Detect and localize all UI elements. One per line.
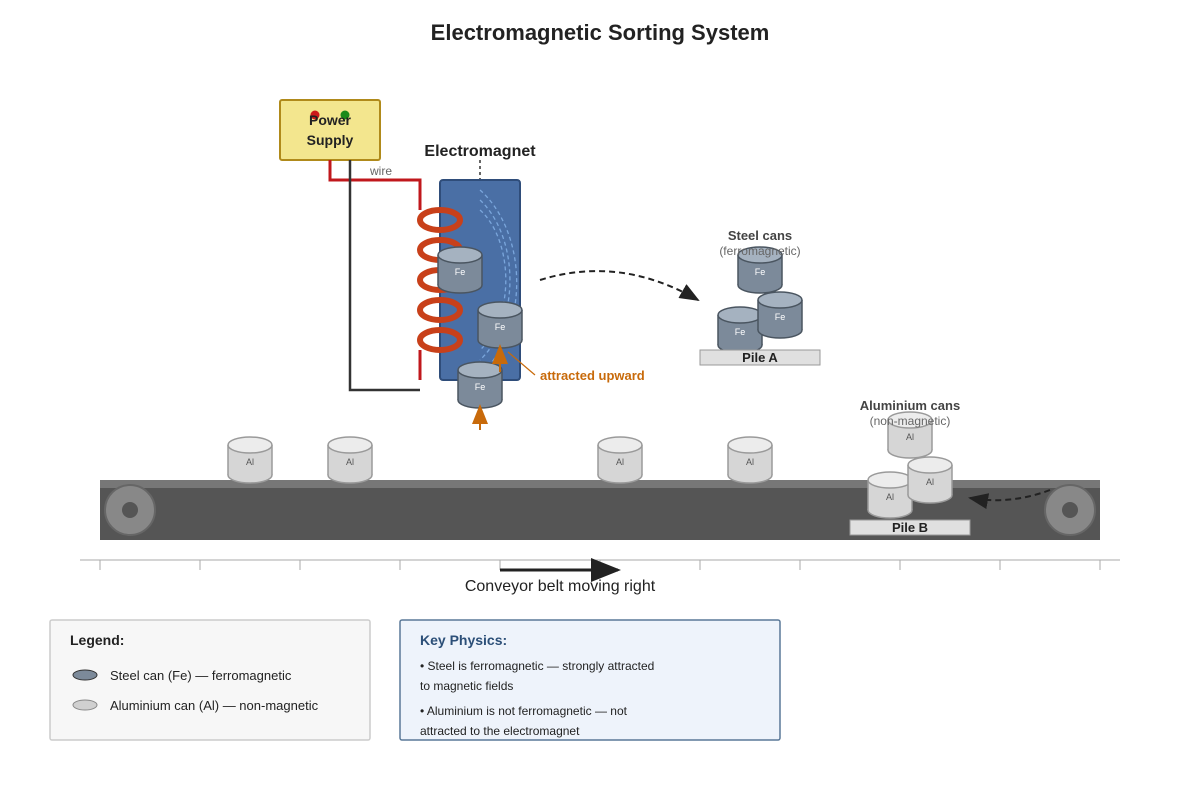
can-label: Al: [246, 457, 254, 467]
power-supply: Power Supply: [279, 99, 381, 161]
can-label: Al: [346, 457, 354, 467]
physics-line-2: to magnetic fields: [420, 679, 513, 693]
can-label: Al: [926, 477, 934, 487]
electromagnet-label: Electromagnet: [424, 143, 536, 160]
steel-can-on-magnet-1: Fe: [437, 246, 483, 294]
pile-a-can-3: Fe: [737, 246, 783, 294]
steel-trajectory-arrow: [539, 270, 700, 301]
legend-aluminium-swatch: [72, 699, 98, 711]
aluminium-trajectory-arrow: [968, 489, 1051, 509]
pile-a-can-1: Fe: [717, 306, 763, 354]
page-title: Electromagnetic Sorting System: [431, 20, 770, 45]
pile-a-base: [699, 349, 821, 366]
legend-title: Legend:: [70, 632, 124, 648]
conveyor-label: Conveyor belt moving right: [465, 578, 656, 595]
pile-b-can-2: Al: [907, 456, 953, 504]
attracted-label: attracted upward: [540, 368, 645, 383]
power-red-terminal: [310, 110, 320, 120]
pile-b-can-1: Al: [867, 471, 913, 519]
physics-title: Key Physics:: [420, 632, 507, 648]
can-label: Al: [616, 457, 624, 467]
pile-b-label: Pile B: [892, 520, 928, 535]
key-physics-box: Key Physics: • Steel is ferromagnetic — …: [399, 619, 781, 741]
legend-aluminium-text: Aluminium can (Al) — non-magnetic: [110, 698, 319, 713]
aluminium-can-belt-2: Al: [327, 436, 373, 484]
power-supply-label-line2: Supply: [307, 132, 354, 148]
can-label: Fe: [495, 322, 506, 332]
pile-a-label: Pile A: [742, 350, 778, 365]
legend-box: Legend: Steel can (Fe) — ferromagnetic A…: [49, 619, 371, 741]
power-supply-label-line1: Power: [309, 112, 352, 128]
can-label: Fe: [735, 327, 746, 337]
can-label: Fe: [455, 267, 466, 277]
pile-b-can-3: Al: [887, 411, 933, 459]
can-label: Fe: [755, 267, 766, 277]
can-label: Fe: [775, 312, 786, 322]
can-label: Al: [886, 492, 894, 502]
steel-can-rising: Fe: [457, 361, 503, 409]
legend-steel-text: Steel can (Fe) — ferromagnetic: [110, 668, 292, 683]
wire-label: wire: [369, 164, 392, 178]
physics-line-1: • Steel is ferromagnetic — strongly attr…: [420, 659, 654, 673]
pile-b-base: [849, 519, 971, 536]
aluminium-cans-sublabel: (non-magnetic): [870, 414, 951, 428]
aluminium-can-belt-3: Al: [597, 436, 643, 484]
steel-cans-sublabel: (ferromagnetic): [719, 244, 800, 258]
aluminium-can-belt-1: Al: [227, 436, 273, 484]
can-label: Fe: [475, 382, 486, 392]
pile-a-can-2: Fe: [757, 291, 803, 339]
steel-cans-label: Steel cans: [728, 228, 792, 243]
physics-line-4: attracted to the electromagnet: [420, 724, 580, 738]
attract-pointer: [507, 351, 536, 376]
physics-line-3: • Aluminium is not ferromagnetic — not: [420, 704, 628, 718]
can-label: Al: [906, 432, 914, 442]
aluminium-cans-label: Aluminium cans: [860, 398, 960, 413]
aluminium-can-belt-4: Al: [727, 436, 773, 484]
can-label: Al: [746, 457, 754, 467]
conveyor-belt: [100, 480, 1100, 540]
steel-can-on-magnet-2: Fe: [477, 301, 523, 349]
red-wire: [328, 160, 422, 210]
legend-steel-swatch: [72, 669, 98, 681]
power-green-terminal: [340, 110, 350, 120]
wires: wire: [328, 160, 422, 392]
black-wire: [348, 160, 420, 392]
